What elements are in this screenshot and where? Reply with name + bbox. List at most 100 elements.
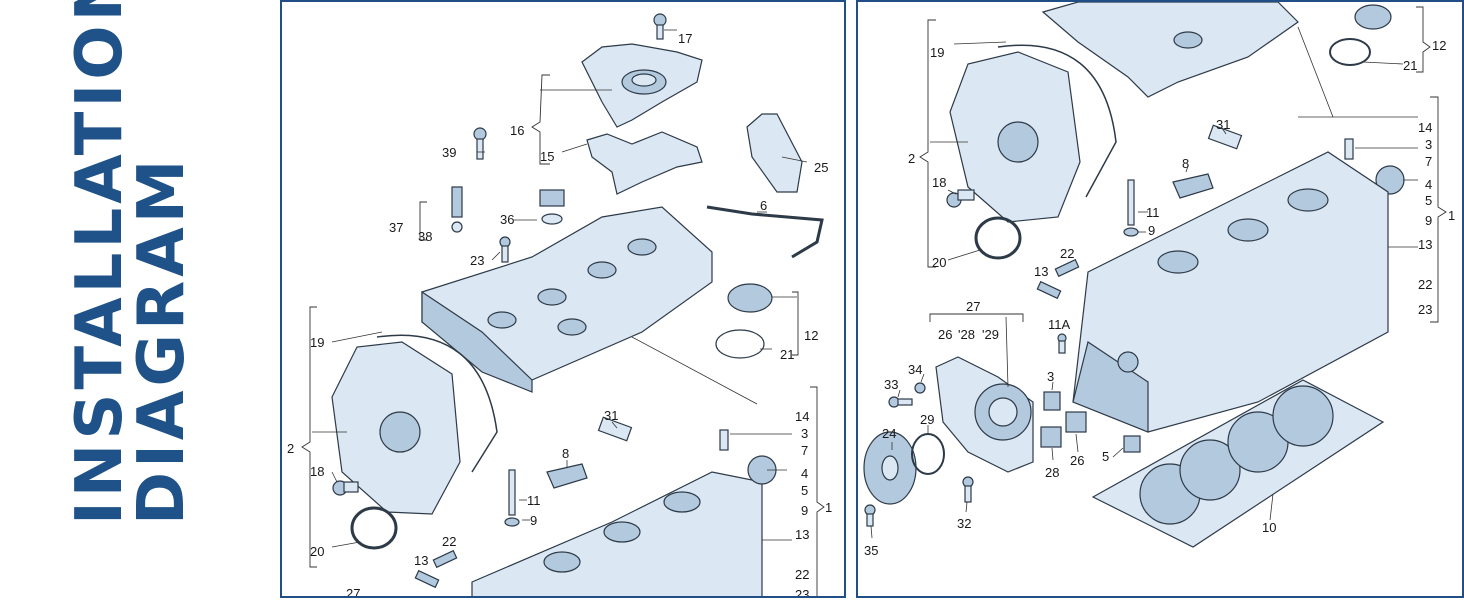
callout: 14 [795, 409, 809, 424]
callout: 22 [795, 567, 809, 582]
callout: 32 [957, 516, 971, 531]
callout: 1 [825, 500, 832, 515]
title-line-2: DIAGRAM [125, 155, 199, 526]
callout: 17 [678, 31, 692, 46]
valve-cover-top [1041, 2, 1299, 98]
exploded-view-right: 12 21 19 2 14 3 7 4 5 9 1 13 22 23 31 8 … [863, 2, 1455, 558]
callout: 27 [966, 299, 980, 314]
callout: 9 [1425, 213, 1432, 228]
callout: 16 [510, 123, 524, 138]
callout: 31 [1216, 117, 1230, 132]
bushing-3 [1043, 391, 1061, 411]
spring-22 [432, 549, 458, 569]
hose-6 [706, 205, 824, 259]
callout: '29 [982, 327, 999, 342]
callout: 3 [801, 426, 808, 441]
callout: 8 [562, 446, 569, 461]
callout: 9 [530, 513, 537, 528]
callout: 18 [932, 175, 946, 190]
callout: '28 [958, 327, 975, 342]
gasket-25 [746, 113, 803, 193]
bolt-23 [499, 236, 511, 263]
diagram-panel-left: 17 16 15 39 25 6 37 38 36 23 12 21 19 2 … [280, 0, 846, 598]
valve-cover-port [1173, 31, 1203, 49]
callout: 23 [1418, 302, 1432, 317]
leader-lines [870, 6, 1447, 539]
callout: 29 [920, 412, 934, 427]
breather-housing [581, 43, 703, 128]
callout: 22 [442, 534, 456, 549]
callout: 5 [1102, 449, 1109, 464]
bolt-39 [473, 127, 487, 160]
oil-cap-12 [1354, 4, 1392, 30]
shim-8 [546, 463, 588, 489]
bushing-28 [1040, 426, 1062, 448]
bolt-33 [888, 396, 913, 408]
bolt-17 [653, 13, 667, 40]
seal-20 [350, 506, 398, 550]
callout: 15 [540, 149, 554, 164]
callout: 31 [604, 408, 618, 423]
engine-block [1072, 151, 1389, 433]
diagram-panel-right: 12 21 19 2 14 3 7 4 5 9 1 13 22 23 31 8 … [856, 0, 1464, 598]
callout: 20 [932, 255, 946, 270]
callout-labels: 17 16 15 39 25 6 37 38 36 23 12 21 19 2 … [287, 31, 832, 598]
title-line-1: INSTALLATION [63, 0, 137, 525]
callout: 3 [1047, 369, 1054, 384]
bolt-18 [332, 480, 359, 496]
oil-cap-12 [715, 283, 773, 359]
callout: 23 [795, 587, 809, 598]
seal-20 [974, 216, 1022, 260]
callout: 12 [804, 328, 818, 343]
callout: 22 [1060, 246, 1074, 261]
leader-lines [301, 29, 825, 596]
callout: 14 [1418, 120, 1432, 135]
spring-22 [1054, 258, 1080, 278]
washer-34 [914, 382, 926, 394]
bolt-18 [946, 189, 975, 208]
callout: 7 [801, 443, 808, 458]
callout: 11 [1146, 205, 1160, 220]
callout: 23 [470, 253, 484, 268]
callout: 13 [1418, 237, 1432, 252]
callout: 4 [801, 466, 808, 481]
spring-13 [1036, 280, 1062, 300]
callout: 39 [442, 145, 456, 160]
bolt-35 [864, 504, 876, 527]
gasket-15 [586, 131, 703, 195]
callout: 36 [500, 212, 514, 227]
callout: 7 [1425, 154, 1432, 169]
exploded-view-left: 17 16 15 39 25 6 37 38 36 23 12 21 19 2 … [287, 13, 832, 598]
seal-21 [1329, 38, 1371, 66]
callout: 20 [310, 544, 324, 559]
callout: 26 [938, 327, 952, 342]
sprocket-hub [881, 455, 899, 481]
callout-labels: 12 21 19 2 14 3 7 4 5 9 1 13 22 23 31 8 … [864, 38, 1455, 558]
callout: 27 [346, 586, 360, 598]
sensor-36 [539, 189, 565, 225]
bolt-11 [504, 469, 520, 527]
sensor-37 [451, 186, 463, 233]
callout: 13 [1034, 264, 1048, 279]
callout: 22 [1418, 277, 1432, 292]
callout: 1 [1448, 208, 1455, 223]
callout: 18 [310, 464, 324, 479]
callout: 10 [1262, 520, 1276, 535]
bushing-26 [1065, 411, 1087, 433]
callout: 21 [1403, 58, 1417, 73]
callout: 28 [1045, 465, 1059, 480]
callout: 34 [908, 362, 922, 377]
callout: 11A [1048, 317, 1070, 332]
shim-8 [1172, 173, 1214, 199]
callout: 2 [908, 151, 915, 166]
callout: 25 [814, 160, 828, 175]
bolt-11a [1057, 333, 1067, 354]
title-area: INSTALLATION DIAGRAM [0, 0, 270, 600]
callout: 19 [310, 335, 324, 350]
tube-31 [1207, 124, 1243, 150]
callout: 5 [801, 483, 808, 498]
bolt-32 [962, 476, 974, 503]
callout: 2 [287, 441, 294, 456]
callout: 19 [930, 45, 944, 60]
pin-3 [719, 429, 729, 451]
